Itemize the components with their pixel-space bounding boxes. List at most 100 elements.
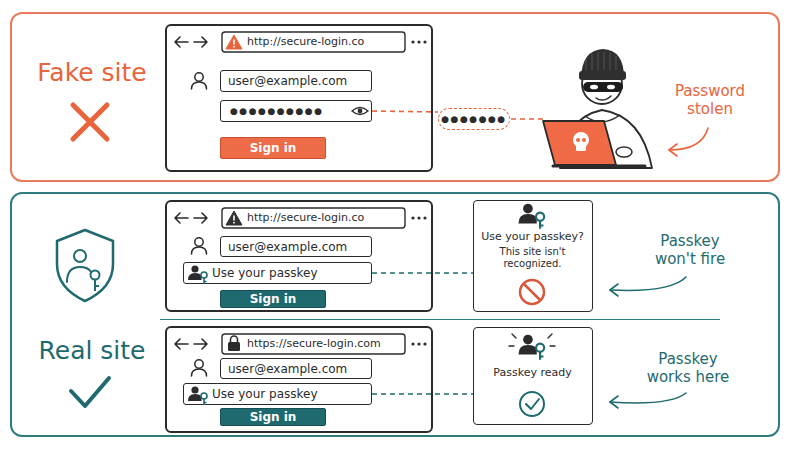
hacker-figure-part: [586, 52, 616, 70]
dashed-connector: [372, 393, 473, 395]
hacker-figure-part: [607, 85, 615, 90]
warning-icon-part: [233, 222, 235, 224]
divider-line: [160, 319, 720, 320]
shield-icon-part: [67, 267, 91, 282]
sparkle-lines-part: [509, 334, 555, 346]
callout-arrow: [610, 393, 686, 408]
shield-icon: [57, 230, 113, 301]
callout-arrow: [610, 277, 686, 296]
blocked-icon: [520, 280, 544, 304]
shield-icon-part: [91, 271, 100, 280]
sign-in-button: Sign in: [220, 290, 326, 308]
eye-icon-part: [358, 109, 363, 114]
hacker-figure-part: [579, 71, 626, 80]
shield-icon-part: [57, 230, 113, 301]
hacker-figure-part: [590, 85, 598, 90]
url-text: http://secure-login.co: [247, 210, 364, 226]
leak-line: [511, 119, 546, 120]
callout-arrow-part: [610, 277, 686, 290]
check-mark: [71, 378, 109, 406]
sign-in-button: Sign in: [220, 408, 326, 426]
email-field: user@example.com: [220, 358, 372, 379]
skull-icon-part: [576, 138, 580, 142]
user-icon: [192, 73, 207, 89]
field-text: user@example.com: [228, 240, 347, 254]
password-dots: ●●●●●●●●●●: [230, 106, 324, 116]
laptop-part: [553, 165, 645, 168]
dialog-text: This site isn't recognized.: [486, 246, 579, 270]
callout-arrow-part: [669, 144, 677, 156]
laptop: [543, 121, 645, 166]
warning-icon-part: [233, 46, 235, 48]
button-text: Sign in: [250, 141, 297, 155]
email-field: user@example.com: [220, 236, 372, 257]
panel-band: Real site http://secure-login.co user@exam…: [10, 192, 780, 437]
field-text: Use your passkey: [212, 387, 318, 401]
user-icon: [192, 360, 207, 376]
passkey-field: Use your passkey: [183, 262, 372, 284]
field-text: user@example.com: [228, 362, 347, 376]
user-icon: [192, 238, 207, 254]
hacker-figure-part: [582, 64, 622, 104]
blocked-icon-part: [524, 284, 541, 301]
warning-icon-part: [233, 216, 235, 221]
skull-icon-part: [576, 144, 586, 151]
laptop-part: [616, 147, 632, 157]
url-text: http://secure-login.co: [247, 34, 364, 50]
sparkle-lines: [509, 334, 555, 346]
leak-line-part: [511, 118, 546, 120]
eye-icon: [352, 108, 368, 115]
callout-arrow: [669, 128, 708, 156]
sign-in-button: Sign in: [220, 137, 326, 159]
passkey-field: Use your passkey: [183, 383, 372, 405]
warning-icon-part: [233, 40, 235, 45]
warning-icon: [226, 211, 242, 225]
panel-title: Real site: [32, 336, 152, 365]
browser-toolbar: [175, 208, 427, 228]
email-field: user@example.com: [220, 70, 372, 92]
warning-icon: [226, 35, 242, 49]
password-dots: ●●●●●●●: [441, 114, 506, 124]
password-field: ●●●●●●●●●●: [220, 100, 372, 122]
skull-icon-part: [582, 138, 586, 142]
callout-arrow-part: [610, 396, 618, 408]
url-text: https://secure-login.com: [247, 336, 381, 352]
panel-band: Fake site http://secure-login.co user@exam…: [10, 12, 780, 182]
panel-title: Fake site: [32, 58, 152, 87]
dashed-connector: [372, 272, 473, 274]
eye-icon-part: [352, 108, 368, 115]
warning-icon-part: [226, 35, 242, 49]
skull-icon-part: [573, 132, 589, 148]
divider-line-part: [160, 319, 720, 320]
hacker-figure: [560, 49, 652, 168]
field-text: user@example.com: [228, 74, 347, 88]
lock-icon: [228, 336, 240, 351]
stolen-password-pill: ●●●●●●●: [438, 108, 510, 130]
hacker-figure-part: [581, 49, 624, 78]
hacker-figure-part: [560, 110, 652, 168]
passkey-icon: [519, 335, 545, 360]
ready-check-icon: [520, 392, 544, 416]
hacker-figure-part: [596, 96, 611, 100]
passkey-icon: [519, 204, 545, 229]
field-text: Use your passkey: [212, 266, 318, 280]
ready-check-icon-part: [526, 399, 539, 409]
lock-icon-part: [228, 342, 240, 351]
shield-icon-part: [95, 280, 99, 291]
passkey-dialog: Passkey ready: [473, 327, 593, 425]
browser-window: https://secure-login.com user@example.com…: [165, 326, 433, 433]
hacker-figure-part: [585, 115, 620, 122]
callout-arrow-part: [669, 128, 708, 150]
ready-check-icon-part: [520, 392, 544, 416]
skull-icon: [573, 132, 589, 151]
dialog-text: Use your passkey?: [474, 230, 591, 243]
cross-mark-part: [73, 105, 107, 139]
cross-mark: [73, 105, 107, 139]
lock-icon-part: [231, 336, 238, 343]
passkey-dialog: Use your passkey? This site isn't recogni…: [473, 200, 593, 312]
blocked-icon-part: [520, 280, 544, 304]
browser-toolbar: [175, 334, 427, 354]
check-mark-part: [71, 378, 109, 406]
browser-toolbar: [175, 32, 427, 52]
